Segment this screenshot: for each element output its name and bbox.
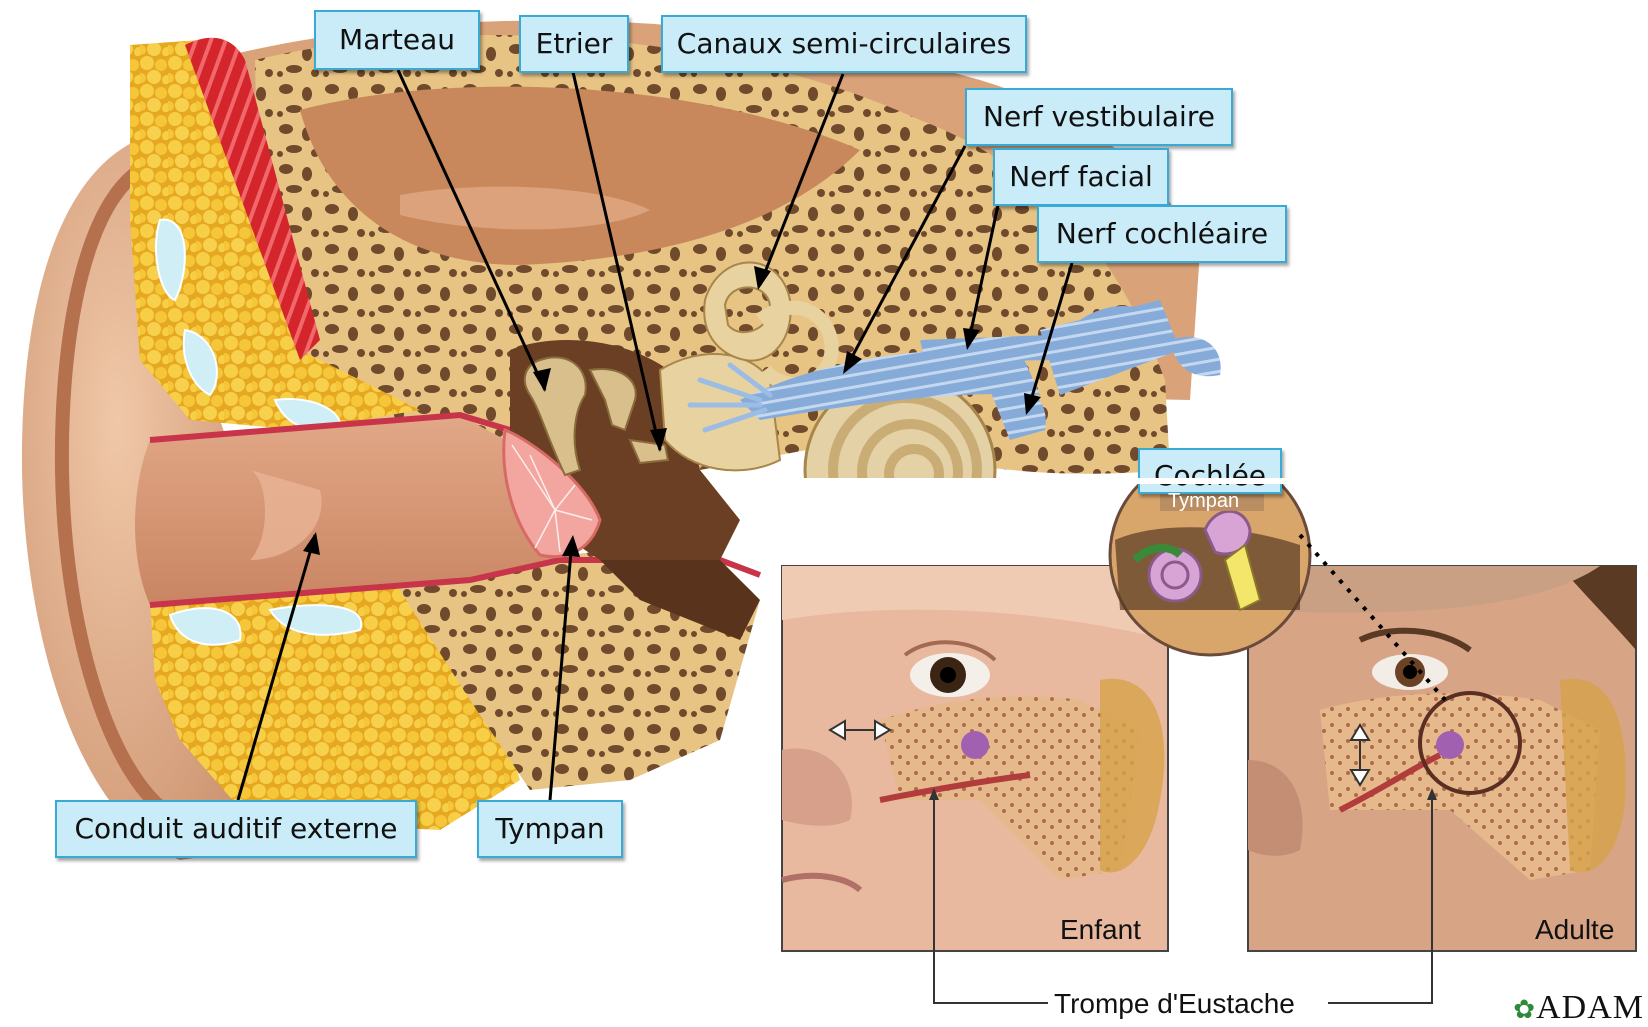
adam-logo: ✿ADAM	[1513, 989, 1644, 1027]
label-tympan: Tympan	[477, 800, 623, 858]
inset-label-trompe-eustache: Trompe d'Eustache	[1054, 988, 1295, 1020]
zoom-cochlea	[1149, 549, 1201, 601]
eustachian-inset	[780, 455, 1648, 1021]
adam-leaf-icon: ✿	[1513, 995, 1536, 1024]
child-face-panel	[782, 566, 1168, 951]
inset-cover	[780, 478, 1300, 484]
inset-label-adulte: Adulte	[1535, 914, 1614, 946]
label-cochlee-text: Cochlée	[1154, 462, 1266, 490]
label-etrier: Etrier	[519, 15, 629, 73]
child-inner-ear	[961, 731, 989, 759]
label-canaux-semi-circulaires: Canaux semi-circulaires	[661, 15, 1027, 73]
label-nerf-cochleaire: Nerf cochléaire	[1037, 205, 1287, 263]
label-conduit-auditif-externe: Conduit auditif externe	[55, 800, 417, 858]
label-marteau: Marteau	[314, 10, 480, 70]
adult-face-panel	[1248, 566, 1636, 951]
inset-label-enfant: Enfant	[1060, 914, 1141, 946]
inset-label-tympan: Tympan	[1168, 490, 1239, 513]
adult-inner-ear	[1436, 731, 1464, 759]
adam-logo-text: ADAM	[1536, 989, 1644, 1026]
label-nerf-vestibulaire: Nerf vestibulaire	[965, 88, 1233, 146]
label-nerf-facial: Nerf facial	[993, 148, 1169, 206]
label-cochlee: Cochlée	[1138, 448, 1282, 494]
